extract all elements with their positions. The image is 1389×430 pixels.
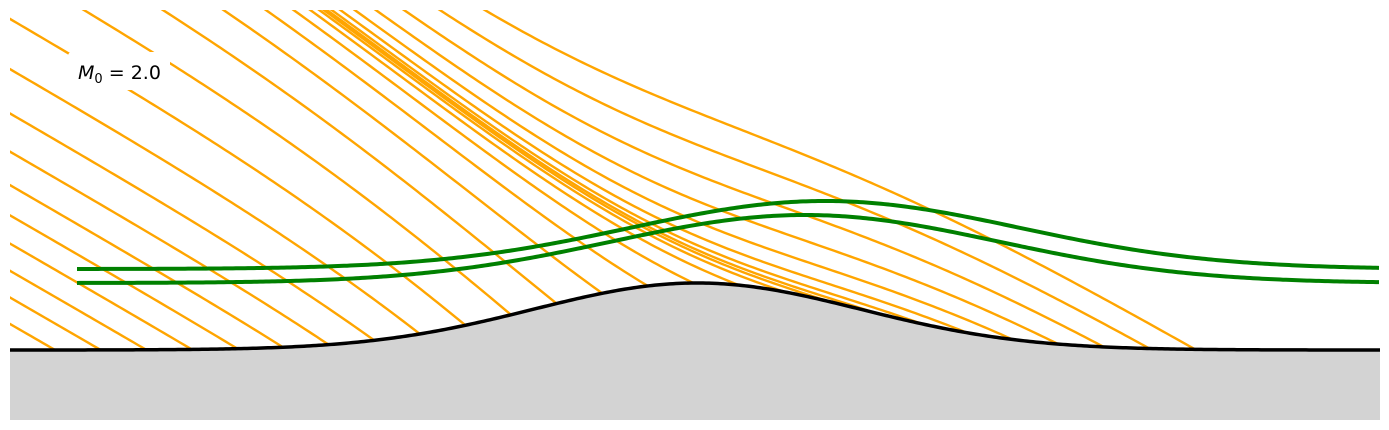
mach-line — [10, 296, 102, 351]
mach-line — [373, 10, 1059, 346]
svg-text:M0 = 2.0: M0 = 2.0 — [78, 62, 161, 87]
mach-lines-group — [10, 10, 1196, 352]
mach-line — [10, 269, 147, 351]
streamlines-group — [76, 199, 1380, 285]
mach-symbol: M — [78, 62, 94, 84]
mach-subscript: 0 — [94, 72, 102, 87]
mach-number-label: M0 = 2.0 — [68, 52, 170, 90]
mach-line — [482, 10, 1196, 351]
streamline — [76, 213, 1380, 285]
mach-line — [329, 10, 922, 325]
mach-line — [324, 10, 877, 315]
wall-region — [10, 283, 1380, 420]
mach-line — [401, 10, 1105, 348]
mach-line — [437, 10, 1150, 350]
mach-line — [308, 10, 740, 287]
mach-line — [10, 112, 375, 342]
mach-line — [263, 10, 649, 287]
mach-line — [10, 183, 284, 349]
wall-contour — [10, 281, 1380, 352]
mach-line — [338, 10, 968, 334]
mach-line — [321, 10, 831, 303]
mach-line — [10, 322, 56, 352]
mach-line — [317, 10, 785, 294]
mach-value: 2.0 — [131, 62, 161, 84]
mach-line — [10, 150, 330, 346]
mach-line — [160, 10, 558, 305]
mach-line — [81, 10, 512, 316]
mach-line — [352, 10, 1014, 341]
mach-equals: = — [103, 62, 131, 84]
streamline — [77, 199, 1380, 271]
mach-line — [291, 10, 694, 285]
